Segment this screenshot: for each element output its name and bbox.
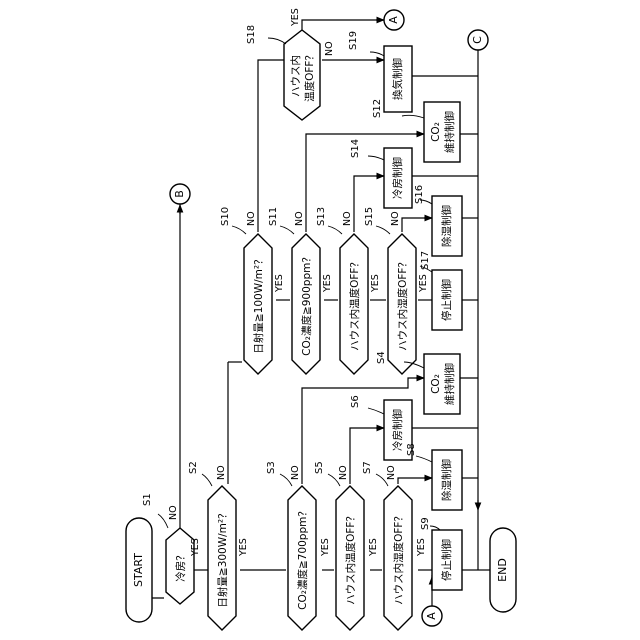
- step-s7: S7: [362, 461, 373, 474]
- step-s19: S19: [348, 31, 359, 50]
- s18-text-line2: 温度OFF？: [303, 50, 316, 102]
- process-s12: CO₂ 維持制御: [424, 102, 460, 162]
- s2-text: 日射量≧300W/m²？: [216, 508, 229, 607]
- connector-a-top-label: A: [387, 16, 400, 24]
- s19-text: 換気制御: [391, 58, 404, 100]
- s13-text: ハウス内温度OFF？: [348, 257, 361, 351]
- step-s9: S9: [420, 517, 431, 530]
- process-s17: 停止制御: [432, 270, 462, 330]
- process-s19: 換気制御: [384, 46, 412, 112]
- s17-text: 停止制御: [440, 279, 453, 321]
- s15-text: ハウス内湿度OFF？: [396, 257, 409, 351]
- connector-c-label: C: [471, 36, 484, 44]
- step-s16: S16: [414, 185, 425, 204]
- process-s8: 除湿制御: [432, 450, 462, 510]
- step-s8: S8: [406, 443, 417, 456]
- decision-s5: ハウス内温度OFF？: [336, 486, 364, 630]
- s7-yes-label: YES: [416, 538, 427, 557]
- s9-text: 停止制御: [440, 539, 453, 581]
- s3-no-label: NO: [290, 465, 301, 480]
- step-s3: S3: [266, 461, 277, 474]
- step-s1: S1: [142, 493, 153, 506]
- connector-c: C: [468, 30, 488, 50]
- s10-yes-label: YES: [274, 274, 285, 293]
- s10-no-label: NO: [246, 211, 257, 226]
- s1-text: 冷房？: [174, 550, 187, 582]
- s2-no-label: NO: [216, 465, 227, 480]
- step-s12: S12: [372, 99, 383, 118]
- process-s9: 停止制御: [432, 530, 462, 590]
- s18-no-label: NO: [324, 41, 335, 56]
- s1-no-label: NO: [168, 505, 179, 520]
- terminal-end: END: [490, 528, 516, 612]
- s5-text: ハウス内温度OFF？: [344, 511, 357, 605]
- s5-no-label: NO: [338, 465, 349, 480]
- connector-a-bottom: A: [422, 606, 442, 626]
- s4-text-line2: 維持制御: [443, 363, 456, 405]
- s15-no-label: NO: [390, 211, 401, 226]
- s16-text: 除湿制御: [440, 205, 453, 247]
- decision-s15: ハウス内湿度OFF？: [388, 234, 416, 374]
- s14-text: 冷房制御: [391, 157, 404, 199]
- step-s10: S10: [220, 207, 231, 226]
- s6-text: 冷房制御: [391, 409, 404, 451]
- process-s16: 除湿制御: [432, 196, 462, 256]
- s5-yes-label: YES: [368, 538, 379, 557]
- s12-text-line2: 維持制御: [443, 111, 456, 153]
- connector-b-label: B: [173, 190, 186, 198]
- line-s10-s18: [258, 60, 284, 232]
- s11-yes-label: YES: [322, 274, 333, 293]
- step-s5: S5: [314, 461, 325, 474]
- s8-text: 除湿制御: [440, 459, 453, 501]
- decision-s3: CO₂濃度≧700ppm？: [288, 486, 316, 630]
- s3-yes-label: YES: [320, 538, 331, 557]
- process-s4: CO₂ 維持制御: [424, 354, 460, 414]
- decision-s18: ハウス内 温度OFF？: [284, 30, 320, 120]
- s13-yes-label: YES: [370, 274, 381, 293]
- decision-s2: 日射量≧300W/m²？: [208, 486, 236, 630]
- step-s14: S14: [350, 139, 361, 158]
- end-label: END: [496, 558, 509, 582]
- s10-text: 日射量≧100W/m²？: [252, 254, 265, 353]
- process-s14: 冷房制御: [384, 148, 412, 208]
- step-s6: S6: [350, 395, 361, 408]
- decision-s13: ハウス内温度OFF？: [340, 234, 368, 374]
- connector-b: B: [170, 184, 190, 204]
- s18-yes-label: YES: [290, 8, 301, 27]
- step-s15: S15: [364, 207, 375, 226]
- s18-text-line1: ハウス内: [289, 55, 302, 97]
- s12-text-line1: CO₂: [430, 122, 442, 142]
- s7-no-label: NO: [386, 465, 397, 480]
- s4-text-line1: CO₂: [430, 374, 442, 394]
- step-s2: S2: [188, 461, 199, 474]
- s15-yes-label: YES: [418, 274, 429, 293]
- step-s4: S4: [376, 351, 387, 364]
- decision-s11: CO₂濃度≧900ppm？: [292, 234, 320, 374]
- step-s13: S13: [316, 207, 327, 226]
- s3-text: CO₂濃度≧700ppm？: [296, 506, 309, 610]
- start-label: START: [132, 553, 145, 587]
- step-s17: S17: [420, 251, 431, 270]
- s13-no-label: NO: [342, 211, 353, 226]
- s1-yes-label: YES: [190, 538, 201, 557]
- connector-a-top: A: [384, 10, 404, 30]
- s11-no-label: NO: [294, 211, 305, 226]
- s2-yes-label: YES: [238, 538, 249, 557]
- connector-a-bottom-label: A: [425, 612, 438, 620]
- step-s11: S11: [268, 207, 279, 226]
- decision-s10: 日射量≧100W/m²？: [244, 234, 272, 374]
- step-s18: S18: [246, 25, 257, 44]
- decision-s7: ハウス内湿度OFF？: [384, 486, 412, 630]
- s11-text: CO₂濃度≧900ppm？: [300, 252, 313, 356]
- line-s7-s8: [398, 478, 432, 484]
- terminal-start: START: [126, 518, 152, 622]
- s7-text: ハウス内湿度OFF？: [392, 511, 405, 605]
- line-s15-s16: [402, 218, 432, 232]
- line-s18-a: [302, 20, 384, 30]
